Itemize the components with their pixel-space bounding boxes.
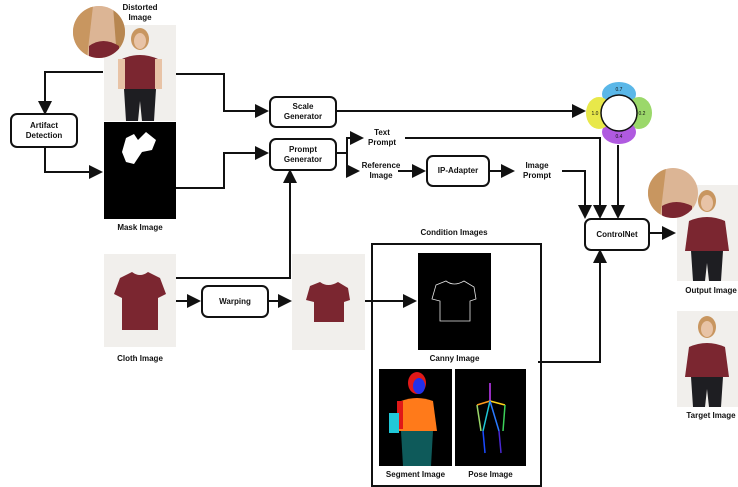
artifact-detection-block: Artifact Detection bbox=[10, 113, 78, 148]
arrow-distorted-to-scale bbox=[176, 73, 269, 118]
arrow-to-reference-image bbox=[346, 153, 360, 178]
arrow-artifact-to-mask bbox=[44, 148, 103, 179]
mask-image-label: Mask Image bbox=[117, 223, 163, 232]
scale-value-bottom: 0.4 bbox=[616, 134, 623, 140]
distorted-image-label: Distorted Image bbox=[122, 3, 158, 22]
arrow-condition-to-controlnet bbox=[538, 249, 607, 363]
arrow-image-prompt-to-controlnet bbox=[562, 170, 592, 219]
canny-image bbox=[418, 253, 491, 350]
scale-generator-block: Scale Generator bbox=[269, 96, 337, 128]
artifact-detection-label: Artifact Detection bbox=[25, 120, 63, 140]
distorted-face-closeup bbox=[73, 6, 125, 58]
controlnet-block: ControlNet bbox=[584, 218, 650, 251]
arrow-to-text-prompt bbox=[346, 131, 364, 153]
image-prompt-label: Image Prompt bbox=[523, 161, 551, 180]
scale-value-right: 0.2 bbox=[639, 111, 646, 117]
pose-image-label: Pose Image bbox=[468, 470, 513, 479]
canny-image-label: Canny Image bbox=[429, 354, 480, 363]
distorted-image bbox=[104, 25, 176, 121]
segment-image bbox=[379, 369, 452, 466]
condition-images-title: Condition Images bbox=[420, 228, 488, 237]
condition-images-panel bbox=[371, 243, 542, 487]
warping-label: Warping bbox=[219, 296, 251, 306]
cloth-image-label: Cloth Image bbox=[117, 354, 163, 363]
target-image bbox=[677, 311, 738, 407]
ip-adapter-label: IP-Adapter bbox=[437, 166, 479, 175]
target-image-label: Target Image bbox=[686, 411, 736, 420]
scale-wheel: 0.7 0.2 0.4 1.0 bbox=[586, 82, 652, 144]
warping-block: Warping bbox=[201, 285, 269, 318]
scale-value-top: 0.7 bbox=[616, 87, 623, 93]
output-image-label: Output Image bbox=[685, 286, 737, 295]
text-prompt-label: Text Prompt bbox=[368, 128, 396, 147]
arrow-cloth-to-prompt bbox=[176, 169, 297, 279]
pose-image bbox=[455, 369, 526, 466]
reference-image-label: Reference Image bbox=[361, 161, 401, 180]
ip-adapter-block: IP-Adapter bbox=[426, 155, 490, 187]
arrow-distorted-to-artifact bbox=[38, 71, 103, 115]
warped-cloth-image bbox=[292, 254, 365, 350]
output-face-closeup bbox=[648, 168, 698, 218]
scale-generator-label: Scale Generator bbox=[283, 102, 323, 121]
arrow-text-prompt-to-controlnet bbox=[405, 137, 607, 219]
cloth-image bbox=[104, 254, 176, 347]
scale-value-left: 1.0 bbox=[592, 111, 599, 117]
arrow-mask-to-prompt bbox=[176, 146, 269, 189]
mask-image bbox=[104, 122, 176, 219]
prompt-generator-block: Prompt Generator bbox=[269, 138, 337, 171]
prompt-generator-label: Prompt Generator bbox=[283, 144, 323, 164]
controlnet-label: ControlNet bbox=[596, 229, 638, 239]
segment-image-label: Segment Image bbox=[385, 470, 446, 479]
